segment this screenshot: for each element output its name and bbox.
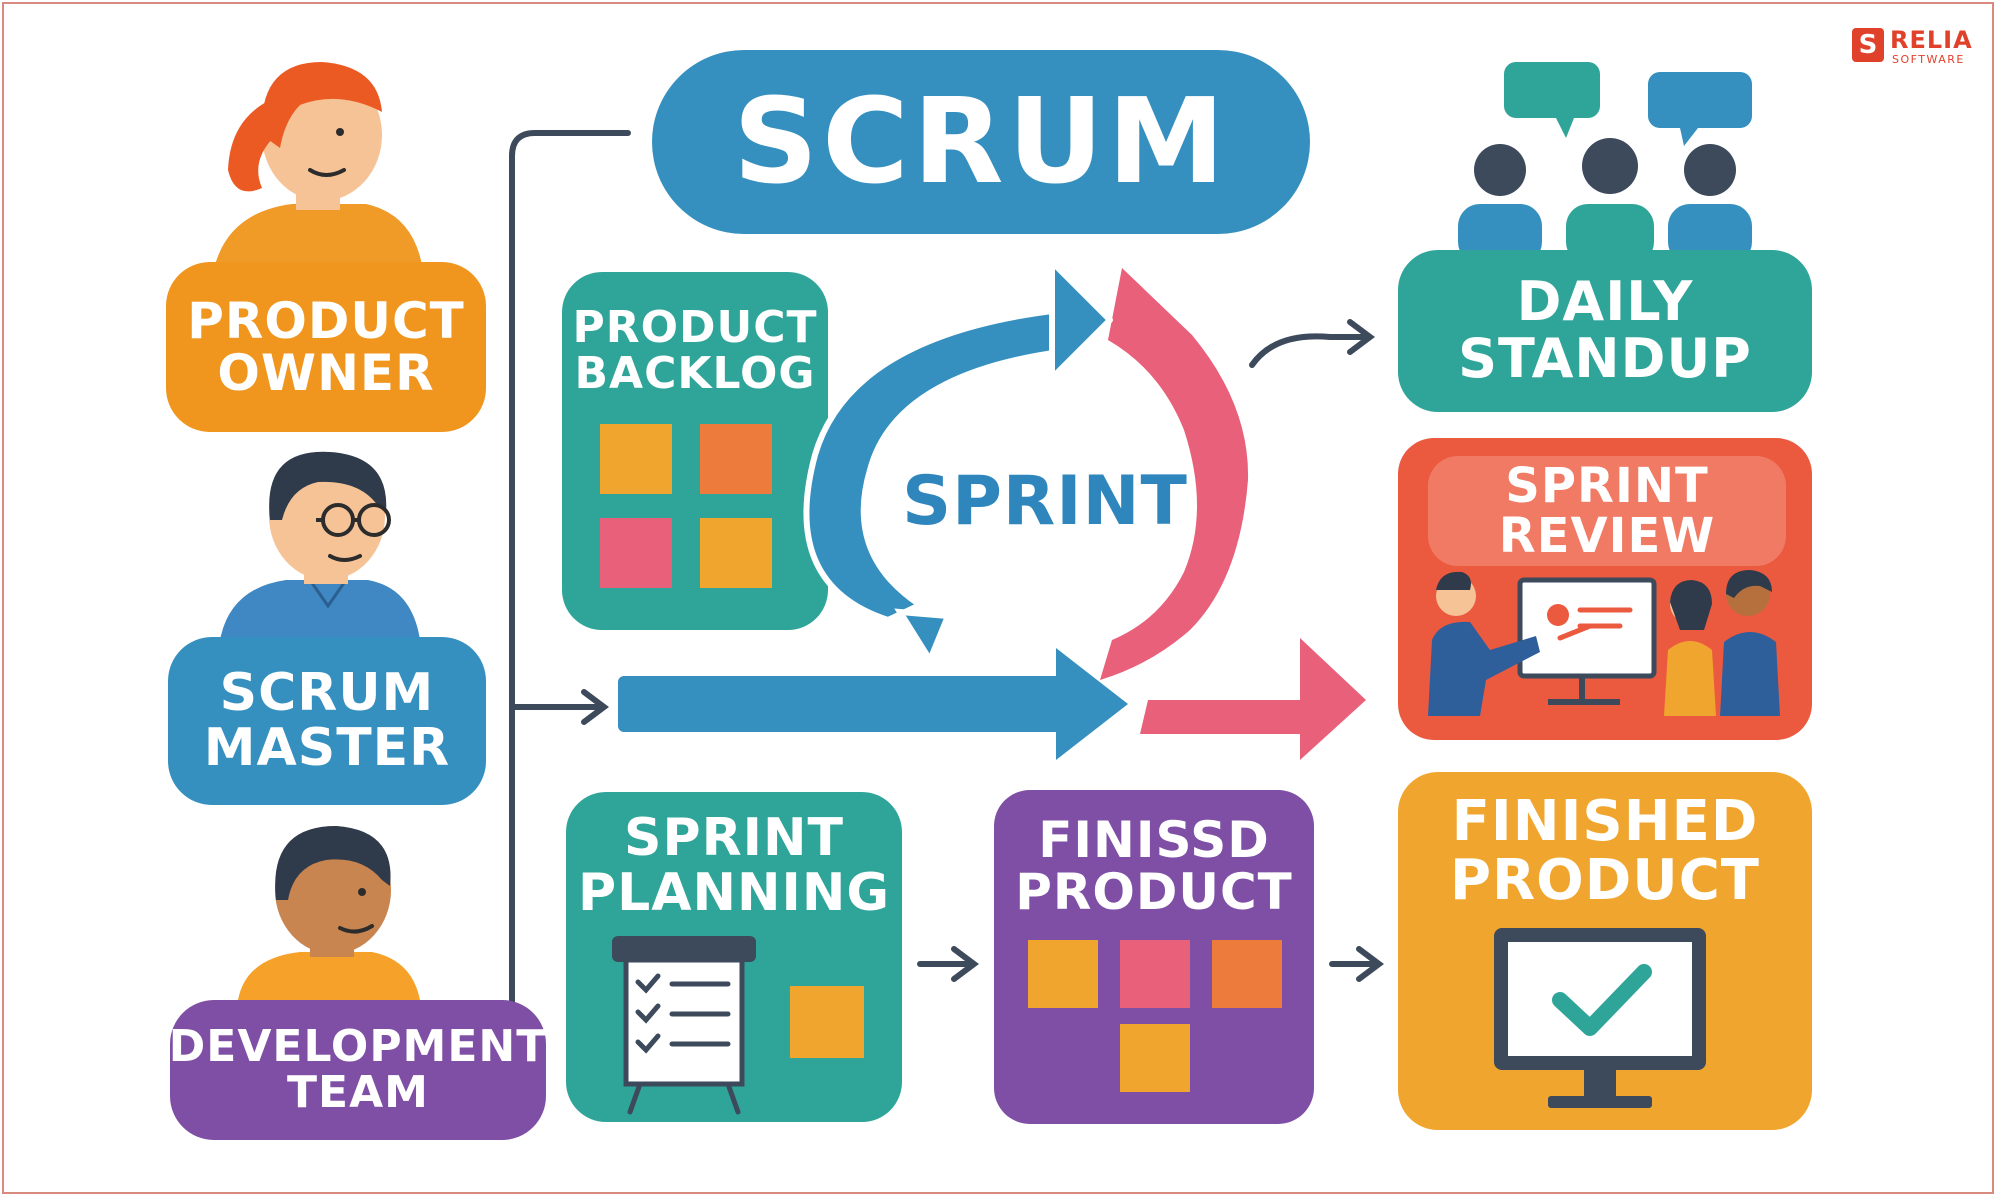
sprint-cycle-blue-arc	[803, 306, 1063, 624]
standup-arrow-line	[1249, 333, 1371, 368]
finissd-sticky-notes	[1028, 940, 1282, 1092]
sticky-note	[1120, 1024, 1190, 1092]
relia-logo-icon: S	[1852, 28, 1884, 62]
branch-arrow-head	[581, 689, 609, 725]
speech-bubble-icon	[1504, 62, 1600, 138]
product-owner-shoulders	[215, 204, 422, 265]
audience-body	[1664, 641, 1716, 716]
person-body	[1566, 204, 1654, 264]
product-owner-ponytail	[228, 100, 276, 192]
sprint-cycle-blue-tail	[894, 608, 953, 667]
review-meeting-illustration	[1428, 570, 1780, 716]
sprint-cycle	[618, 259, 1366, 760]
logo-tagline: SOFTWARE	[1892, 53, 1965, 66]
sticky-note	[600, 518, 672, 588]
scrum-master-card	[168, 637, 486, 805]
development-team-label: DEVELOPMENT TEAM	[168, 1020, 548, 1118]
finissd-product-label: FINISSD PRODUCT	[1015, 810, 1293, 921]
relia-software-logo: S RELIA SOFTWARE	[1852, 26, 1982, 66]
sticky-note	[700, 518, 772, 588]
planning-arrow-head	[951, 946, 979, 982]
sprint-review-label: SPRINT REVIEW	[1498, 457, 1716, 564]
scrum-master-label: SCRUM MASTER	[203, 663, 451, 778]
developer-shoulders	[238, 952, 420, 1000]
sprint-cycle-blue-head	[1049, 259, 1113, 381]
product-owner-figure	[215, 62, 422, 265]
developer-hair	[275, 826, 391, 900]
sticky-note	[1212, 940, 1282, 1008]
sprint-planning-label: SPRINT PLANNING	[577, 808, 891, 923]
finished-product-label: FINISHED PRODUCT	[1449, 789, 1761, 913]
sprint-pink-out-arrow	[1140, 638, 1366, 760]
person-body	[1668, 204, 1752, 264]
finissd-arrow-head	[1356, 946, 1384, 982]
person-head	[1474, 144, 1526, 196]
product-owner-hair	[261, 62, 382, 148]
scrum-master-hair	[269, 451, 387, 520]
product-backlog-label: PRODUCT BACKLOG	[572, 301, 818, 399]
standup-team-illustration	[1458, 62, 1752, 264]
sticky-note	[790, 986, 864, 1058]
presenter-body	[1428, 621, 1540, 716]
backlog-sticky-notes	[600, 424, 772, 588]
development-team-card	[170, 1000, 546, 1140]
sprint-cycle-pink-arrow	[1100, 268, 1249, 680]
sticky-note	[1120, 940, 1190, 1008]
planning-board-icon	[612, 936, 864, 1115]
scrum-title: SCRUM	[733, 72, 1229, 211]
speech-bubble-icon	[1648, 72, 1752, 146]
sticky-note	[1028, 940, 1098, 1008]
person-head	[1684, 144, 1736, 196]
standup-arrow-head	[1347, 319, 1375, 355]
developer-figure	[238, 826, 420, 1000]
monitor-check-icon	[1494, 928, 1706, 1108]
scrum-master-shoulders	[220, 580, 420, 640]
product-owner-card	[166, 262, 486, 432]
sprint-review-title-pill	[1428, 456, 1786, 566]
sticky-note	[600, 424, 672, 494]
scrum-title-pill	[652, 50, 1310, 234]
sprint-bar-arrow-head	[1056, 648, 1128, 760]
product-owner-label: PRODUCT OWNER	[187, 291, 465, 402]
sticky-note	[700, 424, 772, 494]
daily-standup-card	[1398, 250, 1812, 412]
sprint-label: SPRINT	[902, 462, 1188, 542]
scrum-master-figure	[220, 451, 420, 640]
person-head	[1582, 138, 1638, 194]
person-body	[1458, 204, 1542, 264]
daily-standup-label: DAILY STANDUP	[1458, 270, 1752, 390]
logo-name: RELIA	[1890, 26, 1973, 54]
audience-body	[1720, 632, 1780, 716]
sprint-bar-arrow-shaft	[618, 676, 1068, 732]
